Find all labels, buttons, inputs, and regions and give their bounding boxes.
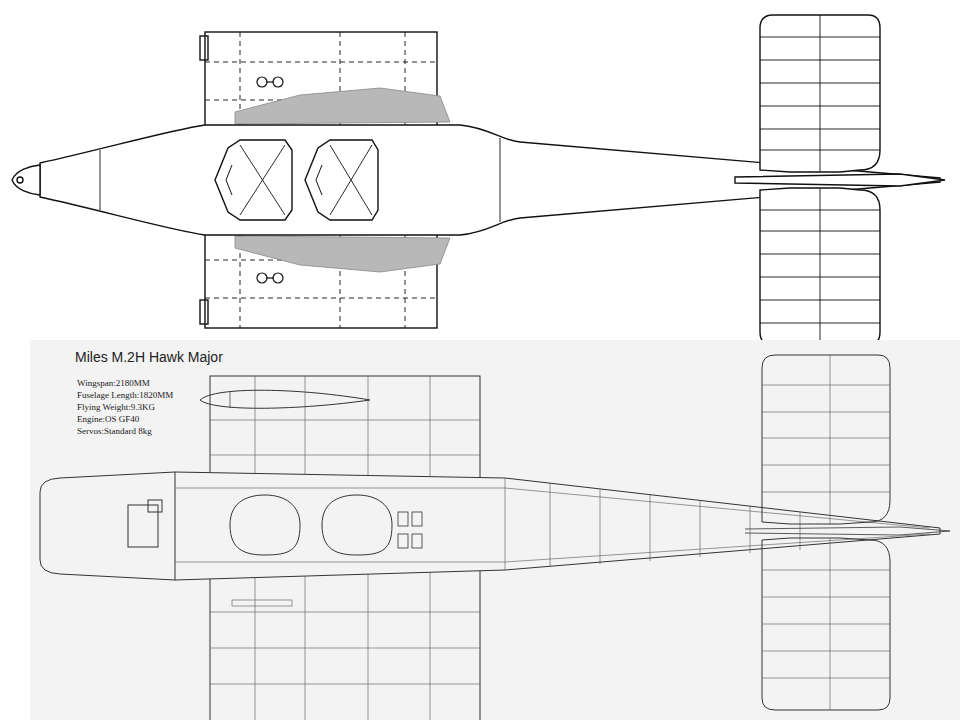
tailplane xyxy=(762,355,890,524)
airfoil-section xyxy=(200,390,370,408)
spec-line: Flying Weight:9.3KG xyxy=(77,402,155,412)
paper-sheet xyxy=(30,340,960,720)
cockpit-opening xyxy=(322,495,392,555)
spec-line: Engine:OS GF40 xyxy=(77,414,139,424)
spec-line: Wingspan:2180MM xyxy=(77,378,150,388)
servo-tray xyxy=(398,512,422,548)
wing-tip xyxy=(200,36,208,60)
tailplane xyxy=(762,538,890,710)
model-plan xyxy=(40,355,950,720)
wing-fillet xyxy=(235,88,450,124)
top-planform xyxy=(12,15,945,345)
tailplane xyxy=(760,15,880,172)
cowl-line xyxy=(100,150,101,210)
wing-fillet xyxy=(235,236,450,272)
frame-line xyxy=(500,138,501,222)
spec-line: Fuselage Length:1820MM xyxy=(77,390,173,400)
plan-title: Miles M.2H Hawk Major xyxy=(75,349,223,365)
fuselage-outline xyxy=(40,472,940,580)
tailplane xyxy=(760,188,880,345)
wing-tip xyxy=(200,300,208,324)
spinner-hub xyxy=(17,177,23,183)
cockpit xyxy=(215,140,378,220)
tail-ribs xyxy=(762,355,890,710)
cockpit-opening xyxy=(230,495,300,555)
spec-line: Servos:Standard 8kg xyxy=(77,426,152,436)
engine-detail xyxy=(148,500,162,512)
engine-mount xyxy=(128,505,158,547)
airfoil-spar xyxy=(230,392,231,408)
fin xyxy=(735,174,945,186)
spinner xyxy=(12,165,40,195)
fin xyxy=(745,527,950,535)
